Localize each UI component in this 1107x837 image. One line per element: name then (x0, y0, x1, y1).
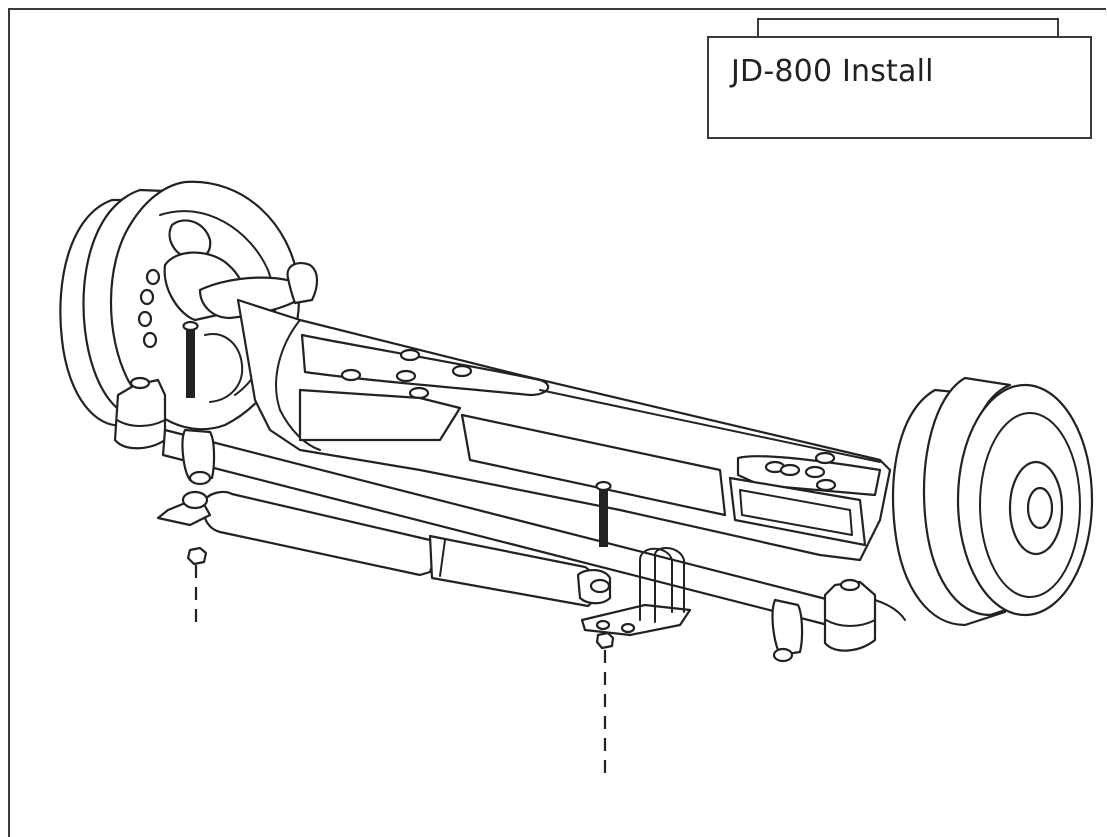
right-nut (595, 631, 615, 650)
axle-beam (236, 298, 892, 562)
right-wheel-drum (892, 376, 1094, 627)
drawing-frame (8, 8, 1106, 837)
title-block-tab (757, 18, 1059, 38)
tie-rod (161, 428, 906, 663)
bracket-bolt (595, 480, 612, 547)
mounting-bracket (580, 547, 692, 637)
left-nut (186, 546, 208, 566)
steering-stabilizer (156, 490, 612, 608)
king-pin-bolt (182, 320, 199, 398)
diagram-title: JD-800 Install (731, 54, 934, 89)
left-steering-knuckle (113, 251, 319, 450)
title-block: JD-800 Install (707, 36, 1092, 139)
